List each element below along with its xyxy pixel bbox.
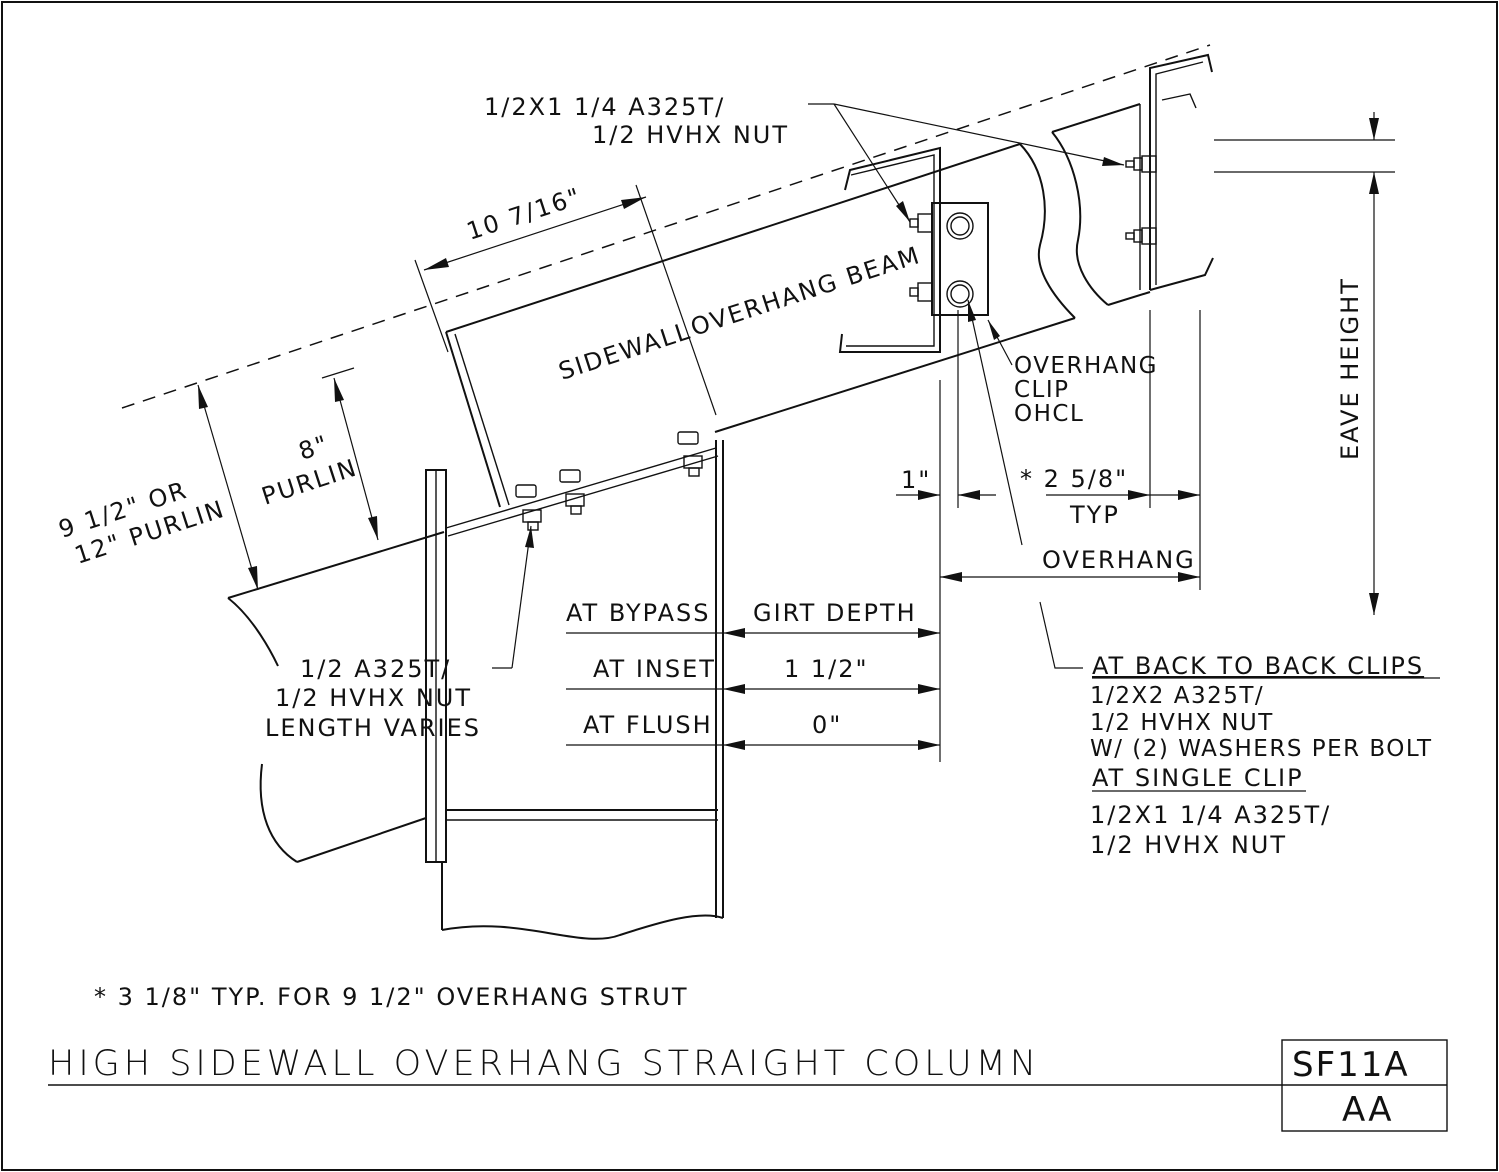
clip-note: OVERHANG CLIP OHCL <box>987 319 1158 427</box>
column <box>425 440 724 940</box>
eave-height-label: EAVE HEIGHT <box>1336 277 1364 460</box>
rafter <box>227 447 719 863</box>
title-block: SF11A AA <box>1281 1039 1448 1132</box>
footnote: * 3 1/8" TYP. FOR 9 1/2" OVERHANG STRUT <box>94 983 689 1011</box>
dim-1-label: 1" <box>901 466 931 494</box>
back-to-back-line1: 1/2X2 A325T/ <box>1090 683 1264 709</box>
girt-row-3-value: 0" <box>812 711 842 739</box>
purlin-right <box>1139 53 1214 291</box>
left-bolt-line2: 1/2 HVHX NUT <box>275 684 472 712</box>
beam-name-1: SIDEWALL <box>555 317 694 386</box>
purlin-left <box>838 146 941 353</box>
purlin-8-label-1: 8" <box>295 430 332 466</box>
roof-line <box>121 44 1211 409</box>
typ-label: TYP <box>1069 501 1120 529</box>
back-to-back-heading: AT BACK TO BACK CLIPS <box>1092 652 1424 680</box>
clip-line2: CLIP <box>1014 377 1070 403</box>
top-bolt-note: 1/2X1 1/4 A325T/ 1/2 HVHX NUT <box>484 93 1125 223</box>
clip-line3: OHCL <box>1014 401 1084 427</box>
clip-line1: OVERHANG <box>1014 353 1158 379</box>
overhang-dims: 1" * 2 5/8" TYP OVERHANG <box>896 299 1201 762</box>
top-bolt-line1: 1/2X1 1/4 A325T/ <box>484 93 725 121</box>
girt-table: AT BYPASS GIRT DEPTH AT INSET 1 1/2" AT … <box>566 599 940 750</box>
revision-code: AA <box>1342 1090 1393 1130</box>
dim-10-7-16-label: 10 7/16" <box>463 182 585 245</box>
beam-name-2: OVERHANG BEAM <box>687 241 924 342</box>
eave-height-dim: EAVE HEIGHT <box>1214 112 1395 615</box>
drawing-title: HIGH SIDEWALL OVERHANG STRAIGHT COLUMN <box>48 1044 1040 1084</box>
overhang-clip <box>931 202 989 316</box>
dim-big-purlin: 9 1/2" OR 12" PURLIN <box>55 384 259 591</box>
single-clip-line1: 1/2X1 1/4 A325T/ <box>1090 801 1331 829</box>
single-clip-line2: 1/2 HVHX NUT <box>1090 831 1287 859</box>
girt-row-2-value: 1 1/2" <box>784 655 869 683</box>
single-clip-heading: AT SINGLE CLIP <box>1092 764 1304 792</box>
bolts <box>515 155 1157 531</box>
dim-8-purlin: 8" PURLIN <box>258 367 379 541</box>
girt-row-2-condition: AT INSET <box>593 655 716 683</box>
back-to-back-line2: 1/2 HVHX NUT <box>1090 710 1274 736</box>
left-bolt-line3: LENGTH VARIES <box>265 714 481 742</box>
sheet-code: SF11A <box>1292 1045 1410 1085</box>
top-bolt-line2: 1/2 HVHX NUT <box>592 121 789 149</box>
overhang-label: OVERHANG <box>1042 546 1196 574</box>
girt-row-3-condition: AT FLUSH <box>583 711 713 739</box>
left-bolt-note: 1/2 A325T/ 1/2 HVHX NUT LENGTH VARIES <box>265 525 534 742</box>
girt-row-1-condition: AT BYPASS <box>566 599 710 627</box>
overhang-beam <box>445 103 1151 508</box>
back-to-back-line3: W/ (2) WASHERS PER BOLT <box>1090 736 1433 762</box>
connection-notes: AT BACK TO BACK CLIPS 1/2X2 A325T/ 1/2 H… <box>1039 601 1440 859</box>
girt-row-1-value: GIRT DEPTH <box>753 599 917 627</box>
left-bolt-line1: 1/2 A325T/ <box>300 655 451 683</box>
dim-258-label: * 2 5/8" <box>1020 465 1128 493</box>
